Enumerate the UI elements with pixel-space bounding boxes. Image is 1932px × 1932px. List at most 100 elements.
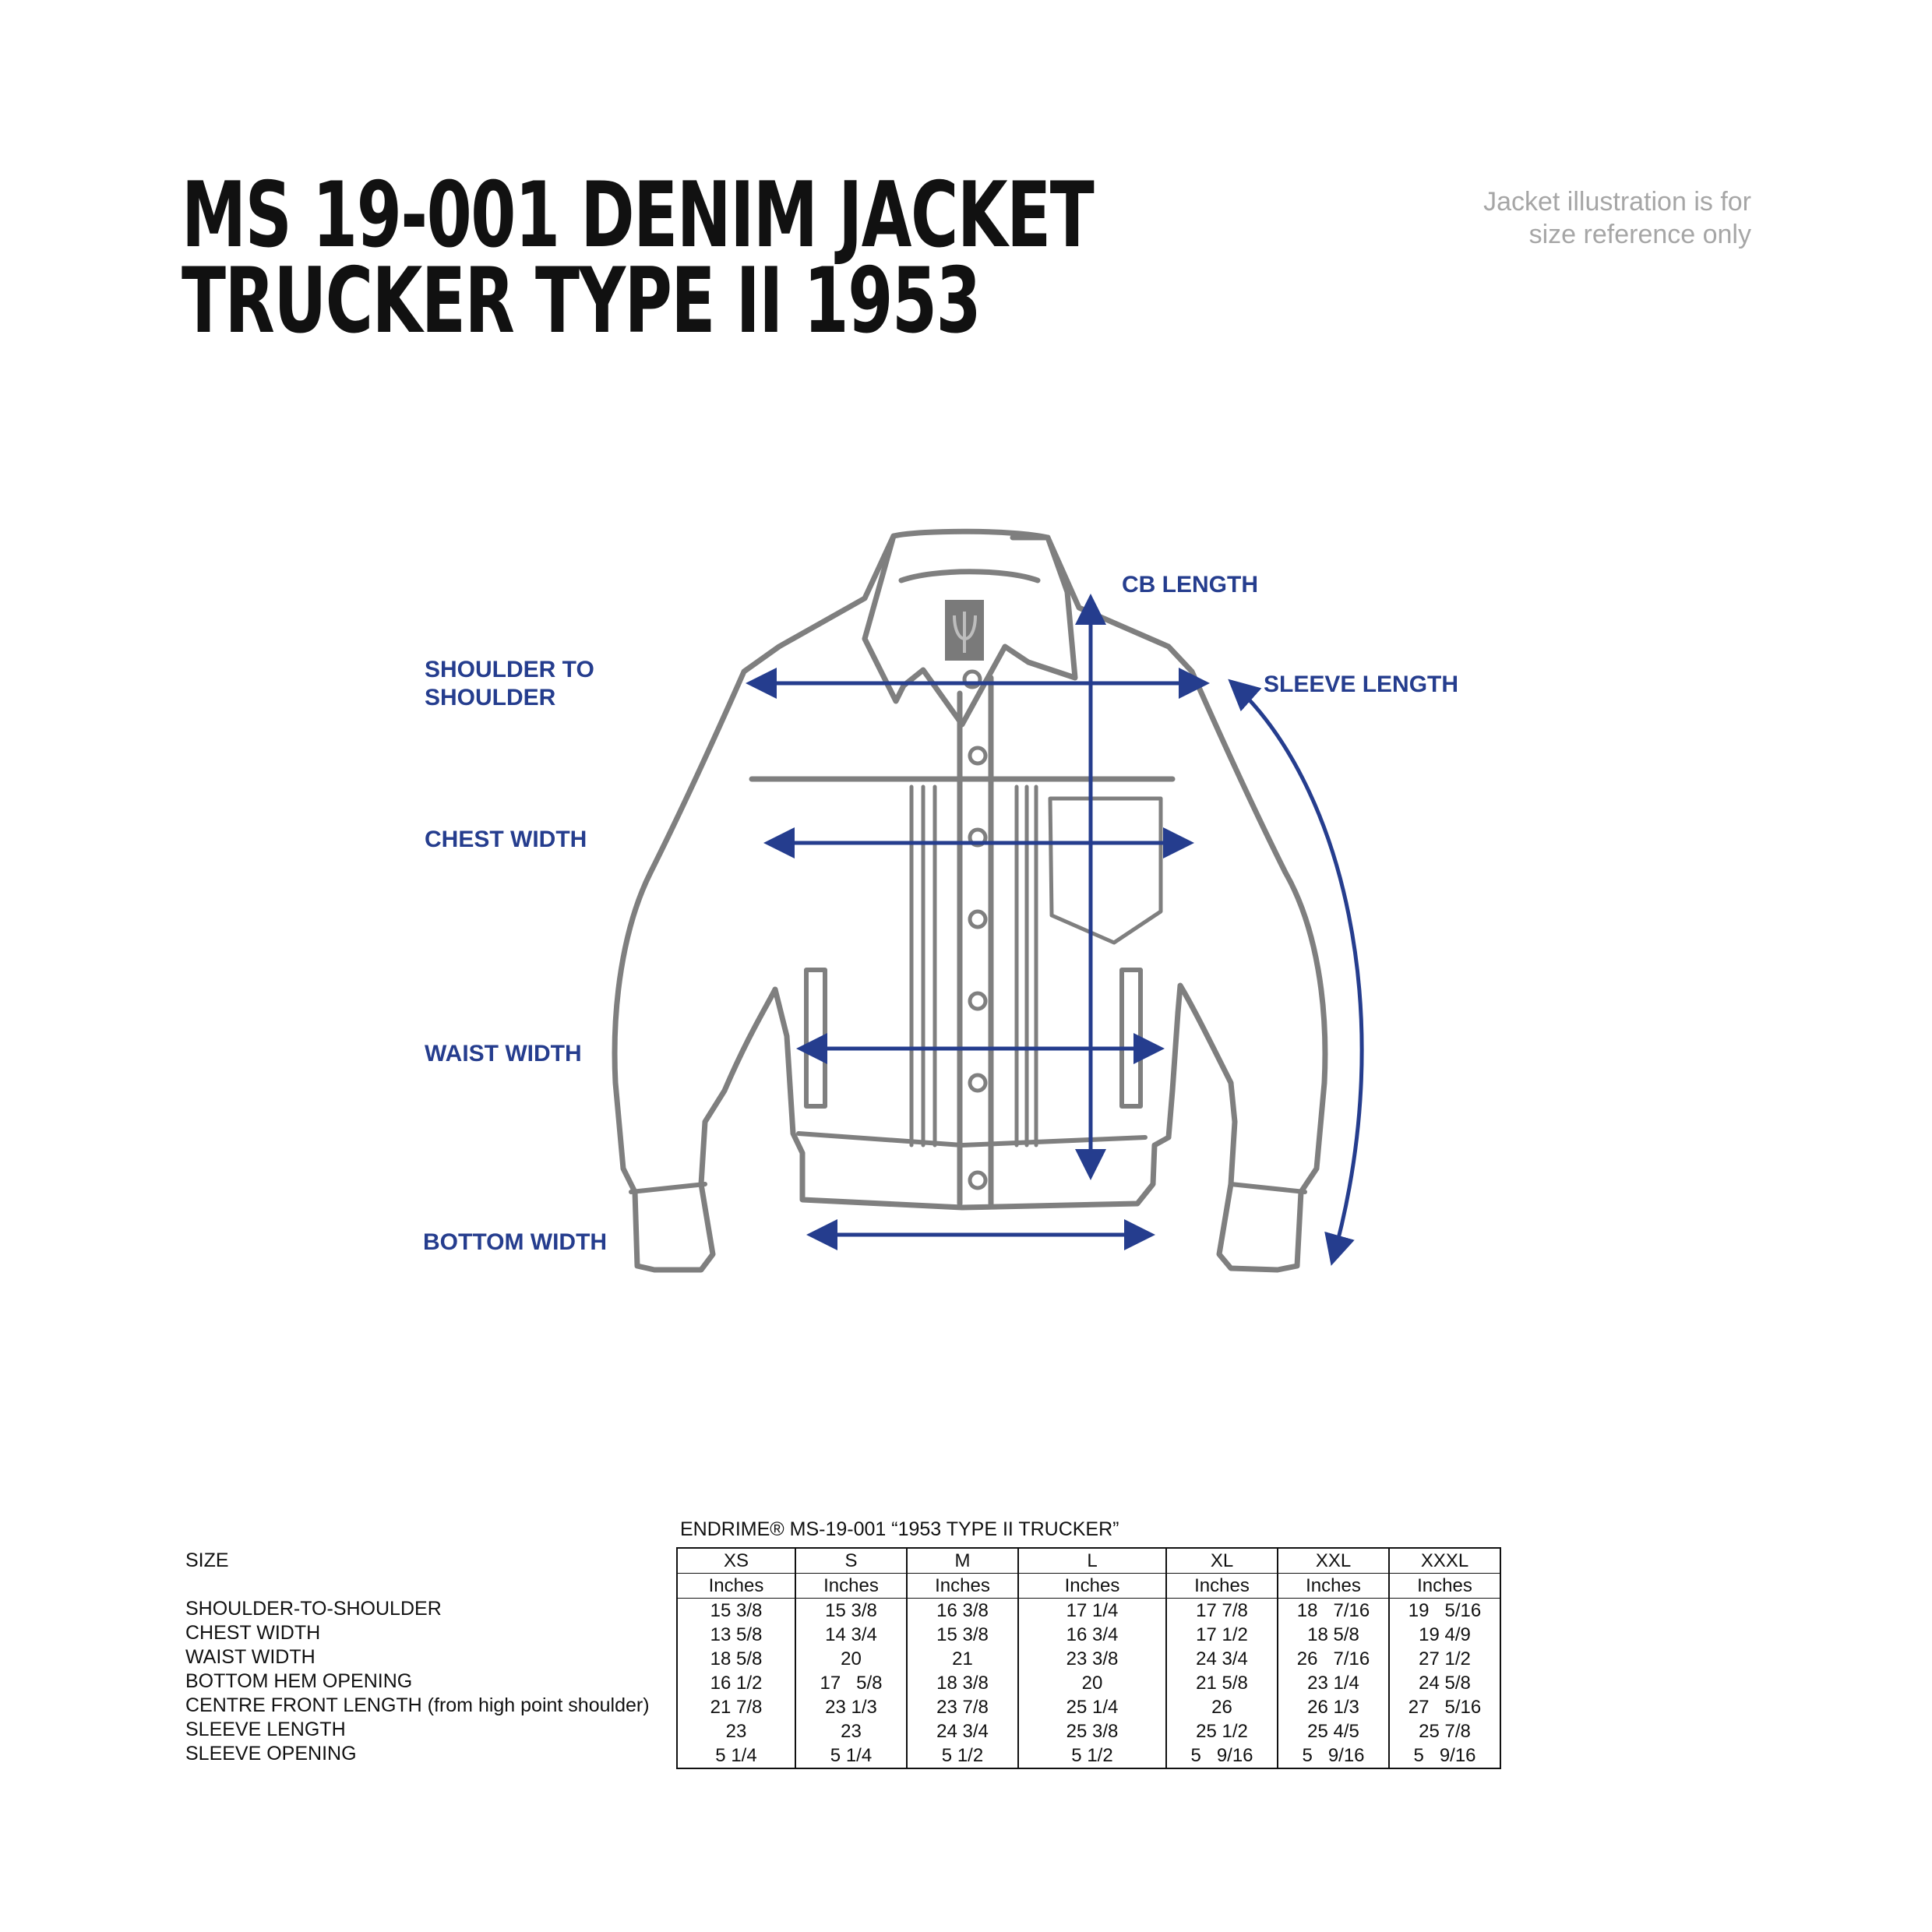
table-cell: 16 1/2 [676, 1671, 796, 1695]
table-cell: 5 1/2 [1017, 1743, 1167, 1769]
unit-cell: Inches [676, 1573, 796, 1599]
table-cell: 23 1/3 [795, 1695, 908, 1719]
button [968, 909, 988, 929]
table-cell: 23 [676, 1719, 796, 1743]
label-shoulder-line-1: SHOULDER TO [425, 657, 594, 682]
label-cb-length: CB LENGTH [1122, 572, 1258, 598]
table-cell: 23 3/8 [1017, 1647, 1167, 1671]
table-row: 16 1/2 17 5/8 18 3/8 20 21 5/8 23 1/4 24… [676, 1671, 1501, 1695]
table-cell: 5 1/4 [676, 1743, 796, 1769]
table-cell: 16 3/4 [1017, 1623, 1167, 1647]
table-cell: 21 [906, 1647, 1019, 1671]
table-row: 5 1/4 5 1/4 5 1/2 5 1/2 5 9/16 5 9/16 5 … [676, 1743, 1501, 1769]
table-cell: 15 3/8 [795, 1598, 908, 1623]
table-cell: 17 7/8 [1165, 1598, 1278, 1623]
table-cell: 14 3/4 [795, 1623, 908, 1647]
left-cuff [629, 1182, 707, 1194]
note-line-2: size reference only [1528, 220, 1751, 249]
table-cell: 26 [1165, 1695, 1278, 1719]
table-cell: 15 3/8 [676, 1598, 796, 1623]
table-cell: 5 9/16 [1277, 1743, 1390, 1769]
units-row: Inches Inches Inches Inches Inches Inche… [676, 1573, 1501, 1599]
table-cell: 20 [1017, 1671, 1167, 1695]
table-cell: 26 7/16 [1277, 1647, 1390, 1671]
table-cell: 5 1/2 [906, 1743, 1019, 1769]
label-bottom-width: BOTTOM WIDTH [423, 1229, 607, 1255]
button [968, 746, 988, 766]
table-cell: 19 4/9 [1388, 1623, 1501, 1647]
size-header-row: XS S M L XL XXL XXXL [676, 1547, 1501, 1574]
page-title: MS 19-001 DENIM JACKET TRUCKER TYPE II 1… [182, 163, 1095, 354]
table-cell: 21 7/8 [676, 1695, 796, 1719]
row-label: SHOULDER-TO-SHOULDER [185, 1598, 442, 1620]
table-cell: 13 5/8 [676, 1623, 796, 1647]
left-pleats [909, 784, 937, 1148]
button [968, 1073, 988, 1093]
waistband [796, 1131, 1148, 1148]
table-cell: 18 5/8 [676, 1647, 796, 1671]
table-cell: 17 1/4 [1017, 1598, 1167, 1623]
table-cell: 25 1/4 [1017, 1695, 1167, 1719]
right-cuff [1229, 1182, 1307, 1194]
table-row: 21 7/8 23 1/3 23 7/8 25 1/4 26 26 1/3 27… [676, 1695, 1501, 1719]
measurement-arrows [746, 594, 1364, 1266]
label-shoulder-line-2: SHOULDER [425, 685, 556, 710]
table-cell: 5 1/4 [795, 1743, 908, 1769]
note-line-1: Jacket illustration is for [1483, 187, 1751, 217]
size-chart-title: ENDRIME® MS-19-001 “1953 TYPE II TRUCKER… [680, 1518, 1119, 1540]
table-cell: 23 1/4 [1277, 1671, 1390, 1695]
table-row: 18 5/8 20 21 23 3/8 24 3/4 26 7/16 27 1/… [676, 1647, 1501, 1671]
table-cell: 18 7/16 [1277, 1598, 1390, 1623]
unit-cell: Inches [906, 1573, 1019, 1599]
table-cell: 27 5/16 [1388, 1695, 1501, 1719]
mc-logo-icon [945, 600, 984, 661]
table-cell: 25 7/8 [1388, 1719, 1501, 1743]
row-label: CHEST WIDTH [185, 1622, 321, 1644]
size-chart-table: XS S M L XL XXL XXXL Inches Inches Inche… [676, 1547, 1501, 1769]
unit-cell: Inches [795, 1573, 908, 1599]
collar-inner [898, 569, 1041, 583]
table-cell: 5 9/16 [1388, 1743, 1501, 1769]
table-cell: 24 3/4 [1165, 1647, 1278, 1671]
label-waist-width: WAIST WIDTH [425, 1041, 582, 1066]
illustration-note: Jacket illustration is for size referenc… [1483, 185, 1751, 251]
table-cell: 23 7/8 [906, 1695, 1019, 1719]
table-cell: 23 [795, 1719, 908, 1743]
table-cell: 19 5/16 [1388, 1598, 1501, 1623]
table-row: 13 5/8 14 3/4 15 3/8 16 3/4 17 1/2 18 5/… [676, 1623, 1501, 1647]
table-cell: 16 3/8 [906, 1598, 1019, 1623]
right-hand-pocket [1119, 968, 1143, 1109]
row-label: SLEEVE LENGTH [185, 1719, 346, 1740]
label-sleeve-length: SLEEVE LENGTH [1264, 672, 1458, 697]
title-line-1: MS 19-001 DENIM JACKET [182, 163, 1095, 268]
unit-cell: Inches [1017, 1573, 1167, 1599]
table-cell: 25 4/5 [1277, 1719, 1390, 1743]
size-header-cell: XS [676, 1547, 796, 1574]
table-cell: 24 3/4 [906, 1719, 1019, 1743]
size-header-cell: S [795, 1547, 908, 1574]
right-pleats [1014, 784, 1038, 1148]
table-cell: 17 5/8 [795, 1671, 908, 1695]
title-line-2: TRUCKER TYPE II 1953 [182, 249, 982, 354]
table-cell: 27 1/2 [1388, 1647, 1501, 1671]
size-row-header: SIZE [185, 1549, 229, 1571]
table-cell: 24 5/8 [1388, 1671, 1501, 1695]
table-cell: 18 3/8 [906, 1671, 1019, 1695]
table-cell: 18 5/8 [1277, 1623, 1390, 1647]
unit-cell: Inches [1277, 1573, 1390, 1599]
size-header-cell: M [906, 1547, 1019, 1574]
table-cell: 25 3/8 [1017, 1719, 1167, 1743]
unit-cell: Inches [1388, 1573, 1501, 1599]
table-row: 23 23 24 3/4 25 3/8 25 1/2 25 4/5 25 7/8 [676, 1719, 1501, 1743]
table-cell: 20 [795, 1647, 908, 1671]
chest-pocket [1048, 796, 1163, 945]
label-chest-width: CHEST WIDTH [425, 827, 587, 852]
table-cell: 25 1/2 [1165, 1719, 1278, 1743]
front-buttons [962, 669, 988, 1190]
size-header-cell: XXL [1277, 1547, 1390, 1574]
table-row: 15 3/8 15 3/8 16 3/8 17 1/4 17 7/8 18 7/… [676, 1598, 1501, 1623]
size-header-cell: XL [1165, 1547, 1278, 1574]
row-label: BOTTOM HEM OPENING [185, 1670, 413, 1692]
button [968, 1170, 988, 1190]
